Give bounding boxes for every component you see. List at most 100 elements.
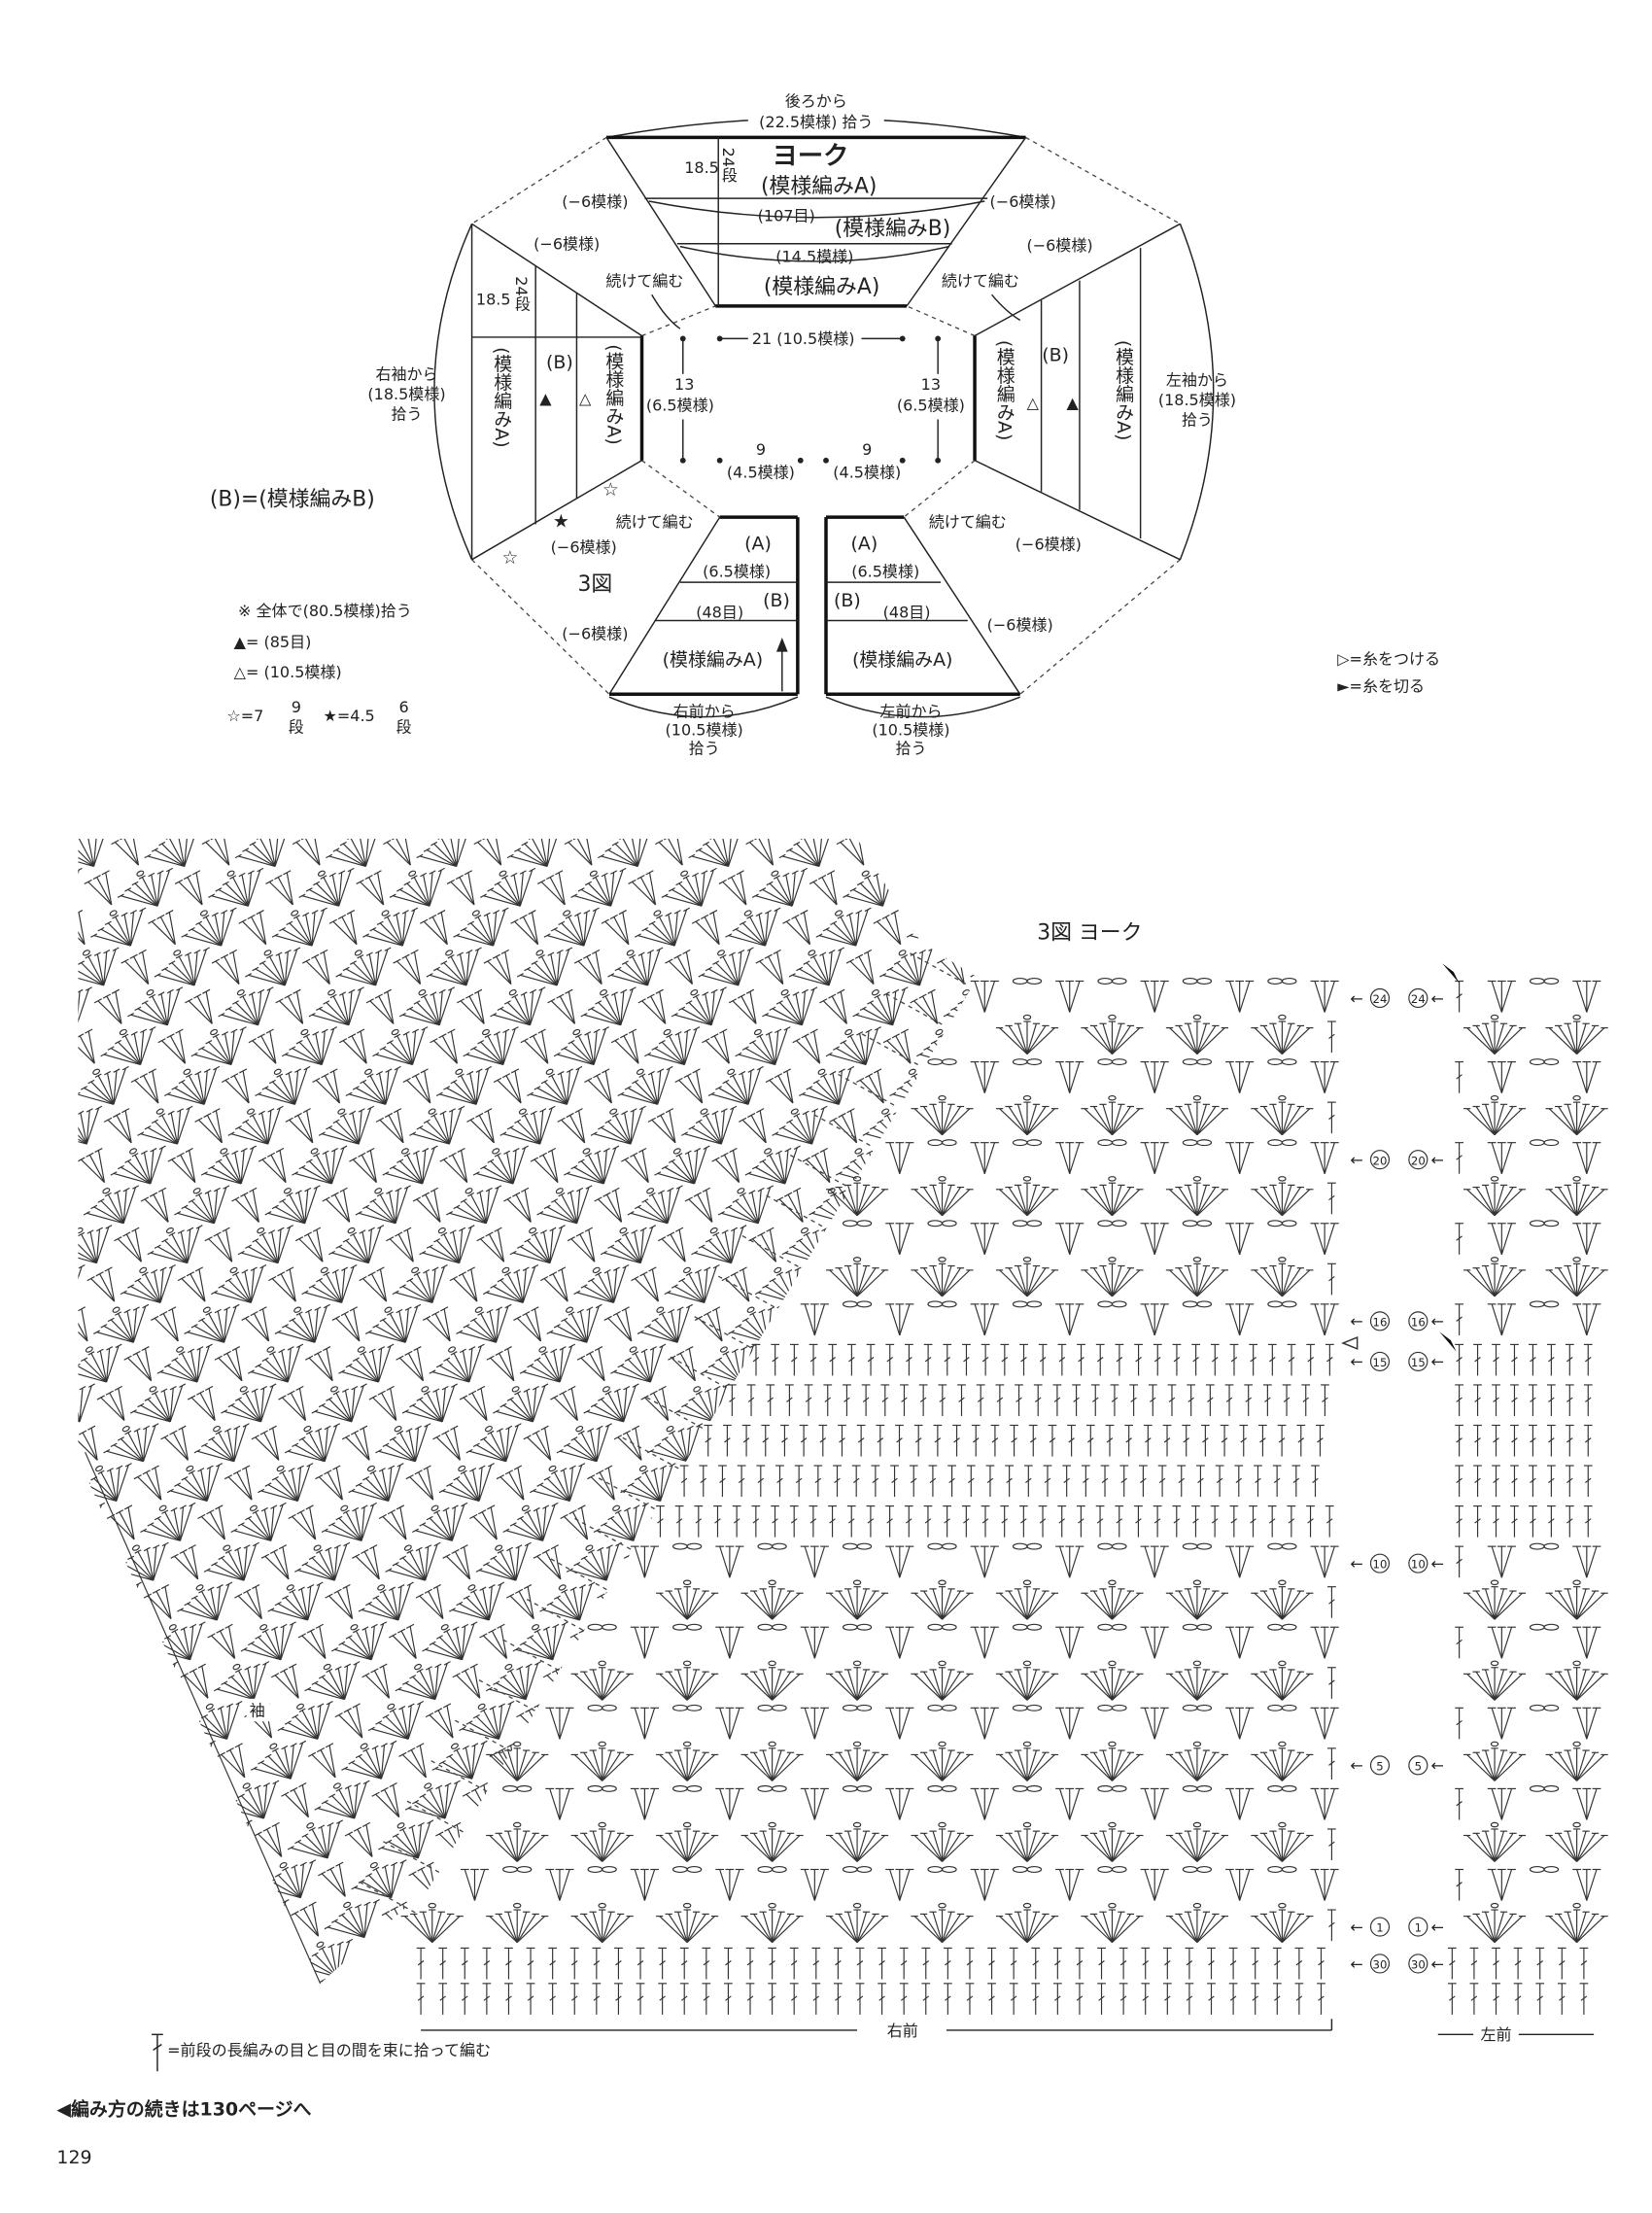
chart-row [1455, 1623, 1601, 1659]
join-yarn-icon [1341, 1336, 1359, 1350]
open-triangle-mark: △ [579, 389, 592, 407]
chart-row [1463, 1176, 1608, 1217]
yoke-pattern-b: (模様編みB) [835, 217, 951, 241]
front-pattern-a: (A) [850, 534, 878, 555]
sleeve-pattern-a-inner: (模様編みA) [602, 344, 624, 445]
left-front-count: (10.5模様) [872, 721, 949, 740]
chart-row [1455, 977, 1601, 1013]
chart-row [549, 1557, 1336, 1620]
height-dimension-sub: (6.5模様) [646, 397, 714, 415]
sleeve-stitch-diagonal [383, 838, 961, 1984]
chart-row [1455, 1465, 1593, 1498]
chart-row [1463, 1821, 1608, 1862]
chart-row [454, 1719, 1336, 1781]
right-sleeve-pickup: 右袖から [375, 365, 437, 384]
chart-row [526, 1598, 1339, 1659]
filled-triangle-mark: ▲ [539, 389, 552, 407]
chart-row [1455, 1505, 1593, 1538]
page-number: 129 [56, 2147, 91, 2168]
front-pattern-b: (B) [834, 590, 861, 611]
dec-label: (−6模様) [1015, 536, 1082, 554]
sleeve-pattern-a: (模様編みA) [491, 347, 512, 448]
row-marker-right: ←15 [1350, 1351, 1391, 1371]
chart-row [477, 1678, 1339, 1740]
legend-total-pickup: ※ 全体で(80.5模様)拾う [238, 602, 412, 620]
yoke-height: 18.5 [684, 158, 719, 177]
schematic-diagram: 後ろから (22.5模様) 拾う ヨーク 18.5 24段 (模様編みA) (−… [367, 91, 1236, 757]
sleeve-pattern-b: (B) [1042, 345, 1069, 366]
chart-row [621, 1436, 1320, 1498]
front-stitches: (48目) [696, 604, 743, 622]
chart-row [1455, 1424, 1593, 1457]
dec-label: (−6模様) [533, 235, 600, 254]
row-marker-left: 30← [1408, 1954, 1444, 1974]
legend-rows-unit: 段 [289, 718, 304, 737]
chart-row [1455, 1058, 1601, 1093]
back-pickup-count: (22.5模様) 拾う [759, 113, 873, 131]
yoke-title: ヨーク [773, 142, 849, 171]
chart-row [416, 1947, 1325, 1980]
row-marker-right: ←10 [1350, 1553, 1391, 1573]
right-front-piece: (A) (6.5模様) (B) (48目) (模様編みA) 右前から (10.5… [608, 515, 800, 758]
left-front-pickup-verb: 拾う [895, 740, 926, 758]
continued-note: ◀編み方の続きは130ページへ [56, 2097, 311, 2120]
chart-row [1455, 1865, 1601, 1901]
row-marker-left: 5← [1408, 1755, 1444, 1776]
front-pattern-a: (A) [744, 534, 772, 555]
sleeve-stitch-diagonal [78, 1105, 508, 1984]
chart-row [1463, 1014, 1608, 1055]
dec-label: (−6模様) [987, 616, 1053, 635]
legend-filled-star: ★=4.5 [324, 707, 375, 725]
legend-open-triangle: △= (10.5模様) [234, 663, 342, 681]
sleeve-rows: 24段 [512, 276, 531, 311]
row-marker-left: 15← [1408, 1351, 1444, 1371]
chart-row [884, 992, 1336, 1055]
sleeve-stitch-area [78, 838, 978, 1984]
sleeve-stitch-diagonal [201, 838, 779, 1984]
chart-row [645, 1396, 1325, 1457]
sleeve-stitch-diagonal [745, 838, 978, 1383]
front-neck-dimension: 9 [756, 440, 766, 459]
left-sleeve-pickup: 左袖から [1166, 371, 1228, 390]
sleeve-pattern-b: (B) [546, 352, 573, 373]
right-front-pickup: 右前から [673, 703, 736, 721]
yoke-piece: 後ろから (22.5模様) 拾う ヨーク 18.5 24段 (模様編みA) (−… [533, 91, 1093, 329]
right-sleeve-piece: 18.5 24段 (模様編みA) (B) ▲ (模様編みA) △ 右袖から (1… [367, 223, 694, 642]
chart-row [1455, 1542, 1601, 1578]
sleeve-stitch-diagonal [292, 838, 871, 1984]
front-neck-dimension: 9 [862, 440, 872, 459]
chart-row [430, 1759, 1339, 1820]
continue-label: 続けて編む [942, 271, 1019, 290]
left-sleeve-piece: (模様編みA) (B) ▲ △ (模様編みA) 左袖から (18.5模様) 拾う… [929, 223, 1236, 635]
chart-row [1455, 1384, 1593, 1417]
repeat-count-14-5: (14.5模様) [775, 248, 853, 266]
chart-row [382, 1840, 1339, 1901]
open-star-mark: ☆ [602, 479, 619, 501]
chart-row [597, 1476, 1334, 1538]
row-marker-left: 20← [1408, 1150, 1444, 1170]
sleeve-height: 18.5 [476, 290, 511, 308]
yoke-rows: 24段 [719, 148, 738, 183]
legend-b-definition: (B)=(模様編みB) [210, 487, 375, 511]
continue-label: 続けて編む [616, 512, 694, 531]
sleeve-stitch-diagonal [78, 1661, 236, 1984]
chart-row [1463, 1660, 1608, 1701]
chart-row [717, 1275, 1339, 1336]
sleeve-stitch-diagonal [688, 838, 978, 1440]
front-pattern-b: (B) [763, 590, 790, 611]
open-star-mark: ☆ [501, 547, 518, 569]
left-front-pickup: 左前から [879, 703, 942, 721]
dec-label: (−6模様) [990, 192, 1056, 211]
legend-open-star-rows: 9 [292, 698, 301, 716]
right-front-label: 右前 [887, 2022, 918, 2040]
legend-join-yarn: ▷=糸をつける [1337, 650, 1440, 669]
chart-row [669, 1356, 1329, 1417]
row-marker-right: ←20 [1350, 1150, 1391, 1170]
row-marker-right: ←1 [1350, 1917, 1391, 1937]
chart-row [693, 1315, 1334, 1376]
stitch-note: =前段の長編みの目と目の間を束に拾って編む [167, 2041, 491, 2059]
chart-row [1463, 1741, 1608, 1781]
chart-row [1455, 1220, 1601, 1256]
front-neck-dimension-sub: (4.5模様) [833, 463, 901, 481]
legend: (B)=(模様編みB) ※ 全体で(80.5模様)拾う ▲= (85目) △= … [210, 487, 1440, 736]
